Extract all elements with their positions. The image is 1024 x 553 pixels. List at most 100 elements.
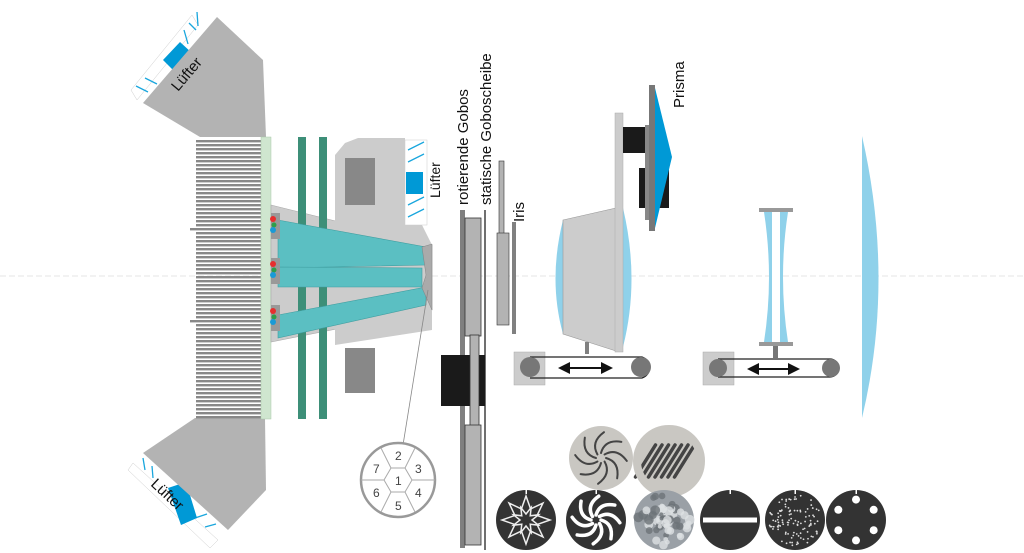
led-pcb [261,137,271,419]
prism: Prisma [623,61,688,231]
heatsink-fin [196,180,261,182]
led-red [270,216,276,222]
heatsink-fin [196,384,261,386]
six-holes-gobo [826,490,886,550]
heatsink-fin [196,140,261,142]
led-blue [270,319,276,325]
beam-middle [278,267,422,287]
heatsink-fin [196,388,261,390]
heatsink-fin [196,360,261,362]
heatsink-fin [196,376,261,378]
heatsink-fin [196,220,261,222]
heatsink-fin [196,340,261,342]
heatsink-fin [196,356,261,358]
heatsink-fin [196,152,261,154]
heatsink-fin [196,348,261,350]
heatsink-fin [196,236,261,238]
heatsink-fin [196,372,261,374]
dots-gobo [765,490,825,550]
heatsink-fin [196,260,261,262]
zoom-belt-drive [703,352,840,385]
front-lens [862,136,879,418]
heatsink-fin [196,316,261,318]
top-fan-duct: Lüfter [131,12,266,137]
heatsink-fin [196,300,261,302]
heatsink-fin [196,148,261,150]
led-blue [270,227,276,233]
focus-lens-front [556,220,564,334]
heatsink-fin [196,284,261,286]
heatsink-fin [196,344,261,346]
heatsink-fin [196,412,261,414]
led-cell-1: 1 [395,474,402,488]
heatsink-fin [196,208,261,210]
fan-middle-icon [406,172,423,194]
focus-belt-drive [514,352,651,385]
led-cell-7: 7 [373,462,380,476]
led-green [272,223,277,228]
middle-fan: Lüfter [405,140,443,225]
heatsink-fin [196,184,261,186]
heatsink-fin [196,304,261,306]
top-duct-body [143,17,266,137]
heatsink-fin [196,308,261,310]
static-gobo-wheel-label: statische Goboscheibe [478,53,495,205]
gobo-holder-middle [470,335,479,428]
heatsink-fin [196,336,261,338]
swirl-slots-gobo [569,426,633,490]
heatsink-fin [196,144,261,146]
heatsink-fin [196,168,261,170]
heatsink-fin [196,352,261,354]
double-arrow-icon [558,362,613,374]
led-green [272,268,277,273]
heatsink-fin [196,408,261,410]
heatsink-fin [196,212,261,214]
prism-arm [615,113,623,352]
led-red [270,308,276,314]
heatsink-fin [196,368,261,370]
bottom-duct-body [143,418,266,530]
heatsink-fin [196,256,261,258]
iris-label: Iris [511,202,528,222]
heatsink-fin [196,232,261,234]
rotating-gobos-label: rotierende Gobos [455,89,472,205]
lower-block [345,348,375,393]
led-cell-5: 5 [395,499,402,513]
texture-glass-gobo [633,490,694,550]
heatsink-fin [196,200,261,202]
led-green [272,315,277,320]
heatsink-fin [196,268,261,270]
heatsink-fin [196,240,261,242]
led-emitters [270,213,280,331]
prism-label: Prisma [671,61,688,108]
heatsink-fin [196,216,261,218]
led-cell-4: 4 [415,486,422,500]
heatsink-fin [196,204,261,206]
gobo-holder-bottom [465,425,481,545]
led-blue [270,272,276,278]
heatsink-fin [196,224,261,226]
heatsink-fin [196,392,261,394]
heatsink-fin [190,320,261,322]
heatsink-fin [196,248,261,250]
heatsink-fin [196,364,261,366]
heatsink-fin [190,228,261,230]
star-lattice-gobo [496,490,556,550]
heatsink-fin [196,176,261,178]
led-cell-2: 2 [395,449,402,463]
heatsink-fin [196,404,261,406]
led-cell-3: 3 [415,462,422,476]
heatsink-fin [196,252,261,254]
iris: Iris [497,161,528,334]
heatsink-fin [196,324,261,326]
heatsink-fin [196,276,261,278]
heatsink-fin [196,164,261,166]
upper-block [345,158,375,205]
led-red [270,261,276,267]
bar-gobo [700,490,760,550]
heatsink-fin [196,272,261,274]
heatsink-fin [196,244,261,246]
heatsink-fin [196,280,261,282]
led-cell-6: 6 [373,486,380,500]
